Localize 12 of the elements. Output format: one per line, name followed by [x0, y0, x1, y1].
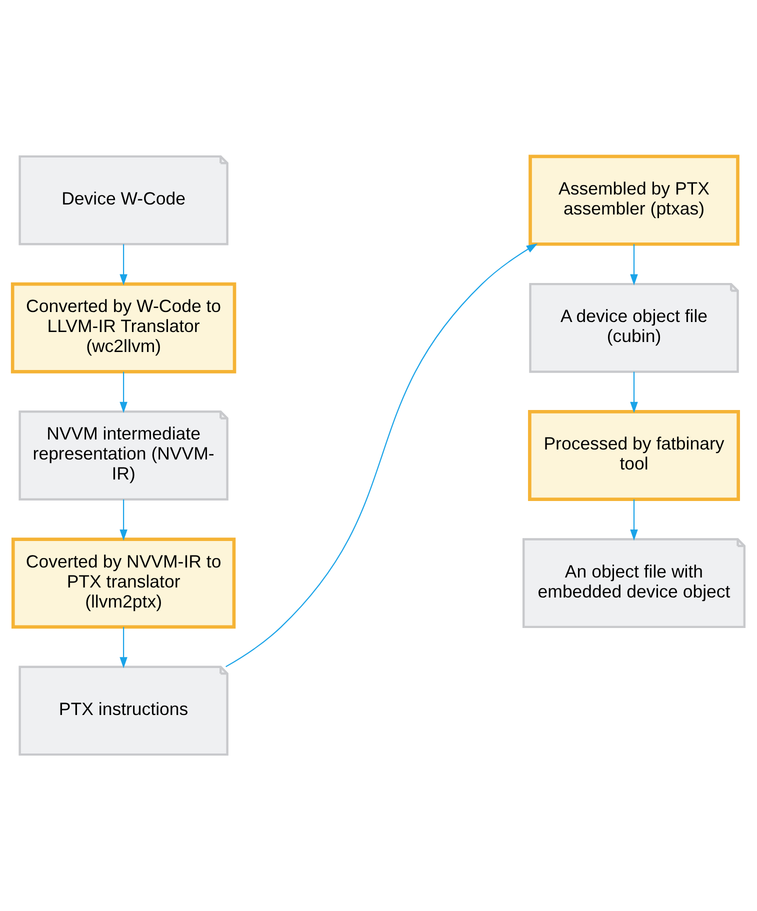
- node-box: Converted by W-Code to LLVM-IR Translator (wc2llvm): [10, 282, 236, 374]
- arrow: [630, 244, 638, 286]
- node-box: Assembled by PTX assembler (ptxas): [528, 154, 740, 246]
- arrow: [120, 372, 128, 414]
- node-box: Coverted by NVVM-IR to PTX translator (llvm2ptx): [11, 538, 236, 629]
- arrow: [226, 243, 538, 668]
- arrow: [120, 627, 128, 668]
- arrow: [120, 244, 128, 286]
- arrow: [630, 372, 638, 414]
- node-box: Processed by fatbinary tool: [528, 410, 740, 501]
- arrow: [630, 499, 638, 541]
- arrow: [120, 499, 128, 541]
